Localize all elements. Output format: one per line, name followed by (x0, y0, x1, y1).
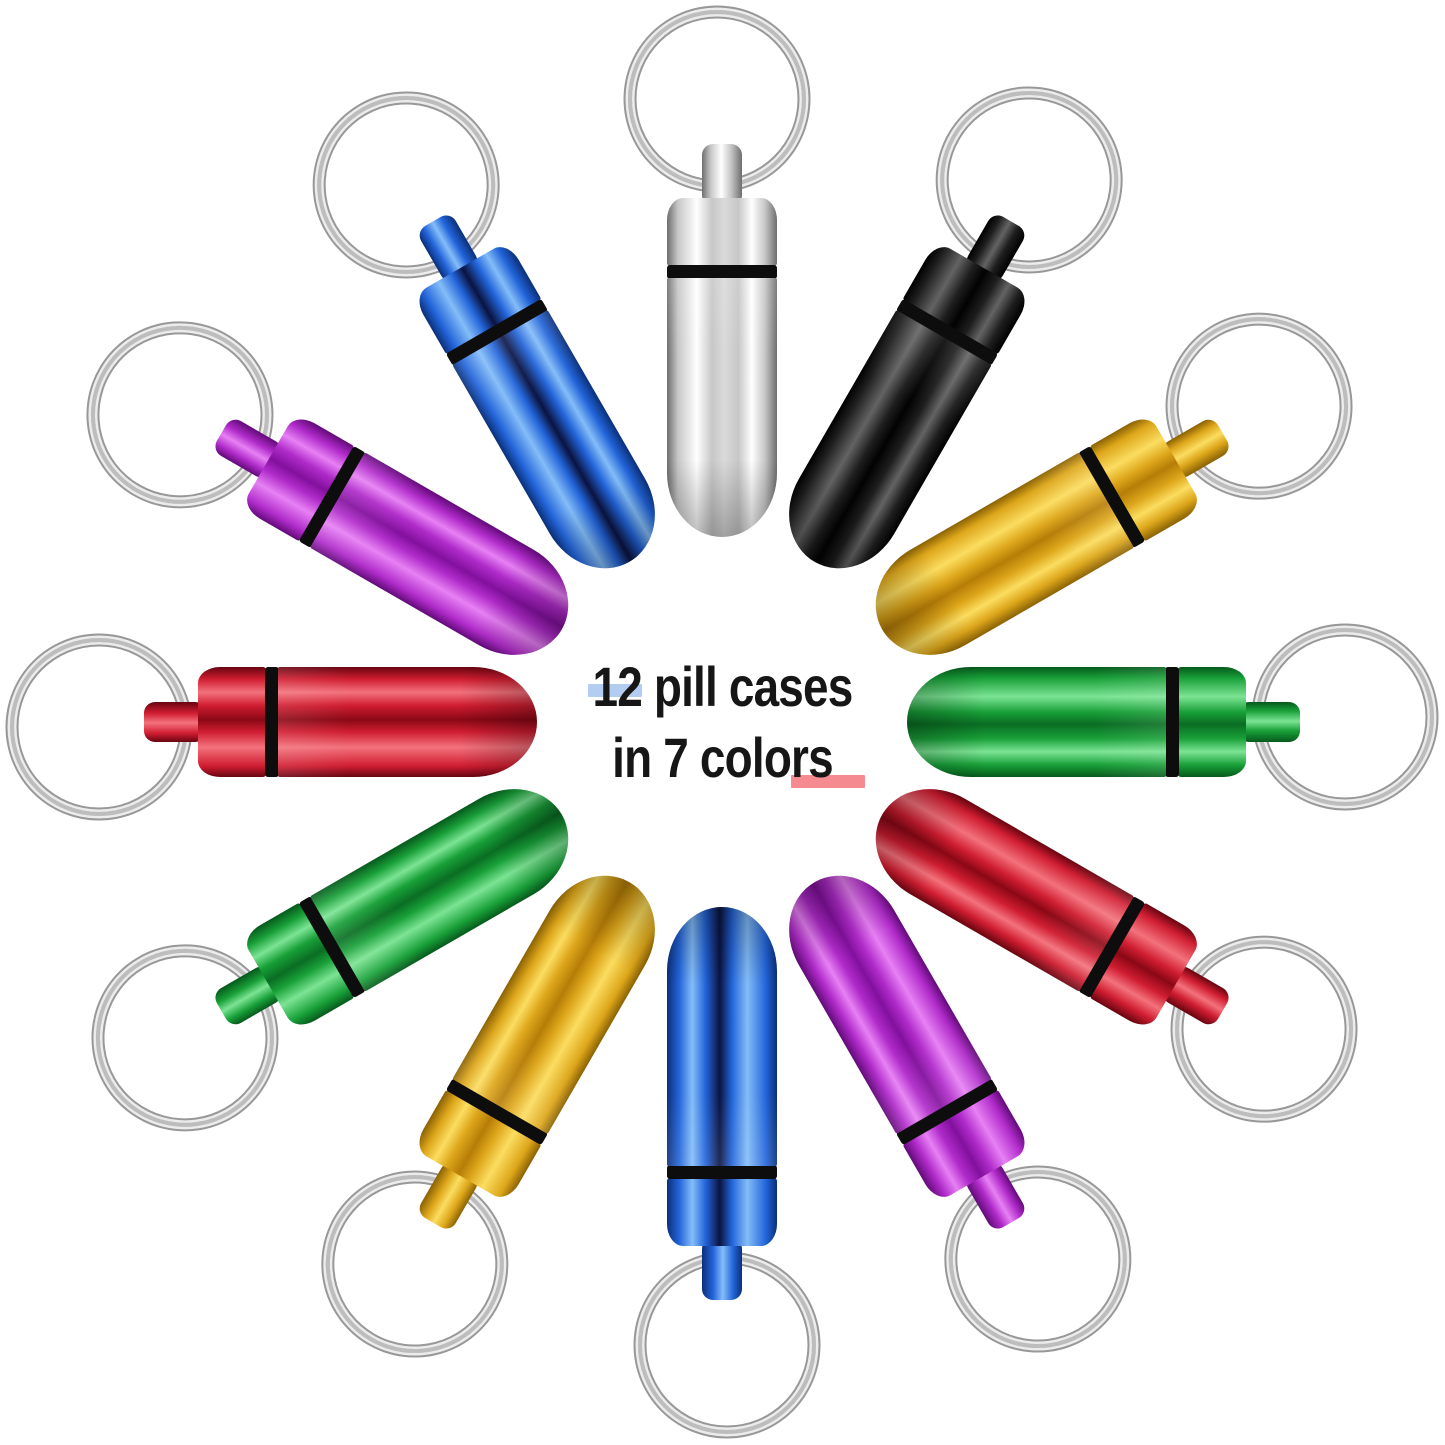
pill-body (667, 278, 777, 537)
pink-highlight-mark (791, 775, 865, 788)
pill-body (667, 907, 777, 1166)
pill-cap (667, 1178, 777, 1246)
blue-highlight-mark (588, 684, 642, 697)
pill-cap (667, 198, 777, 266)
caption-line-1: 12 pill cases (592, 655, 854, 718)
caption-line-2: in 7 colors (612, 726, 833, 789)
pill-oring (667, 265, 777, 279)
pill-nub (702, 144, 742, 206)
caption: 12 pill cases in 7 colors (0, 651, 1445, 793)
pill-oring (667, 1165, 777, 1179)
pill-nub (702, 1238, 742, 1300)
